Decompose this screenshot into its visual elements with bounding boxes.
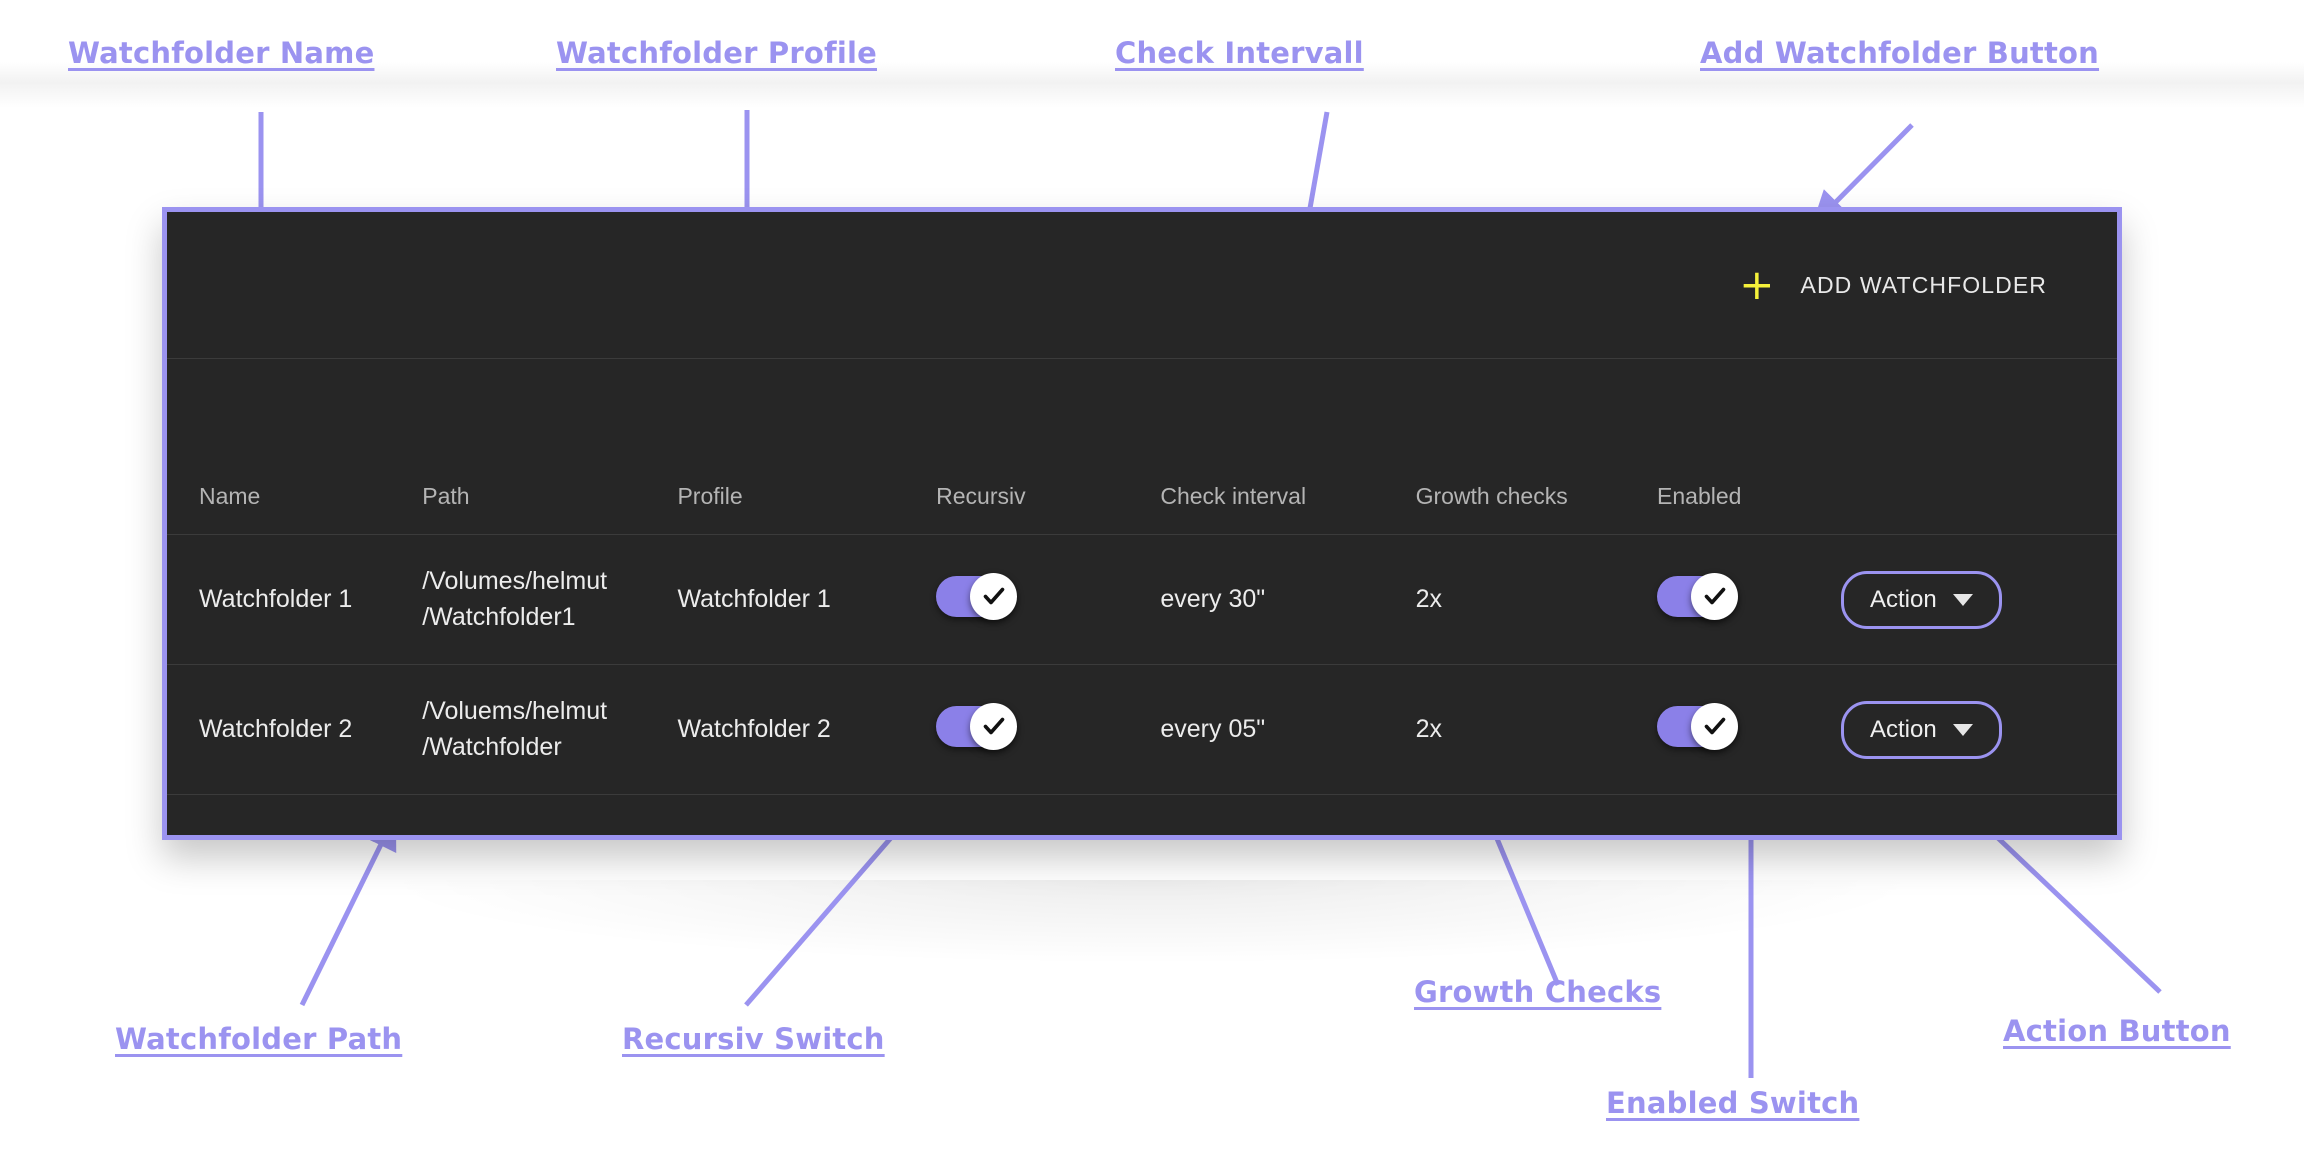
cell-profile: Watchfolder 1: [677, 534, 937, 665]
switch-knob: [1691, 702, 1739, 750]
recursiv-switch[interactable]: [936, 572, 1018, 620]
cell-enabled: [1657, 664, 1841, 795]
cell-recursiv: [936, 664, 1161, 795]
watchfolder-panel: + ADD WATCHFOLDER Name Path Profile Recu…: [162, 207, 2122, 840]
path-line-2: /Watchfolder1: [422, 602, 576, 631]
column-header-check-interval[interactable]: Check interval: [1160, 359, 1416, 535]
recursiv-switch[interactable]: [936, 702, 1018, 750]
cell-action: Action: [1840, 664, 2117, 795]
action-button[interactable]: Action: [1840, 570, 2002, 629]
cell-check-interval: every 30": [1160, 534, 1416, 665]
column-header-profile[interactable]: Profile: [677, 359, 937, 535]
cell-growth-checks: 2x: [1415, 534, 1658, 665]
annotation-enabled-switch: Enabled Switch: [1606, 1086, 1860, 1120]
check-icon: [983, 717, 1004, 735]
cell-recursiv: [936, 534, 1161, 665]
table-row: Watchfolder 2 /Voluems/helmut /Watchfold…: [167, 664, 2117, 795]
chevron-down-icon: [1952, 723, 1973, 736]
enabled-switch[interactable]: [1657, 702, 1739, 750]
annotation-add-watchfolder: Add Watchfolder Button: [1700, 36, 2100, 70]
path-line-1: /Voluems/helmut: [422, 697, 608, 725]
cell-enabled: [1657, 534, 1841, 665]
column-header-growth-checks[interactable]: Growth checks: [1415, 359, 1658, 535]
action-button-label: Action: [1869, 585, 1937, 613]
switch-knob: [1691, 572, 1739, 620]
chevron-down-icon: [1952, 593, 1973, 606]
action-button-label: Action: [1869, 715, 1937, 743]
cell-path: /Voluems/helmut /Watchfolder: [422, 664, 678, 795]
cell-name: Watchfolder 1: [167, 534, 423, 665]
annotation-action-button: Action Button: [2003, 1014, 2231, 1048]
action-button[interactable]: Action: [1840, 700, 2002, 759]
annotation-growth-checks: Growth Checks: [1414, 975, 1662, 1009]
path-line-2: /Watchfolder: [422, 732, 562, 761]
column-header-actions: [1840, 359, 2117, 535]
arrow-watchfolder-path: [299, 813, 397, 1007]
annotation-recursiv-switch: Recursiv Switch: [622, 1022, 885, 1056]
add-watchfolder-button[interactable]: + ADD WATCHFOLDER: [1735, 256, 2051, 314]
check-icon: [983, 587, 1004, 605]
column-header-name[interactable]: Name: [167, 359, 423, 535]
switch-knob: [970, 702, 1018, 750]
check-icon: [1704, 587, 1725, 605]
watchfolder-table: Name Path Profile Recursiv Check interva…: [167, 359, 2117, 795]
annotation-watchfolder-path: Watchfolder Path: [115, 1022, 403, 1056]
arrow-add-watchfolder: [1811, 123, 1914, 227]
path-line-1: /Volumes/helmut: [422, 567, 608, 595]
table-row: Watchfolder 1 /Volumes/helmut /Watchfold…: [167, 534, 2117, 665]
cell-path: /Volumes/helmut /Watchfolder1: [422, 534, 678, 665]
annotation-watchfolder-name: Watchfolder Name: [68, 36, 375, 70]
cell-profile: Watchfolder 2: [677, 664, 937, 795]
annotation-check-intervall: Check Intervall: [1115, 36, 1364, 70]
cell-name: Watchfolder 2: [167, 664, 423, 795]
cell-check-interval: every 05": [1160, 664, 1416, 795]
table-body: Watchfolder 1 /Volumes/helmut /Watchfold…: [167, 534, 2117, 795]
enabled-switch[interactable]: [1657, 572, 1739, 620]
switch-knob: [970, 572, 1018, 620]
column-header-path[interactable]: Path: [422, 359, 678, 535]
annotation-watchfolder-profile: Watchfolder Profile: [556, 36, 877, 70]
add-watchfolder-label: ADD WATCHFOLDER: [1800, 271, 2047, 298]
check-icon: [1704, 717, 1725, 735]
column-header-recursiv[interactable]: Recursiv: [936, 359, 1161, 535]
column-header-enabled[interactable]: Enabled: [1657, 359, 1841, 535]
table-header: Name Path Profile Recursiv Check interva…: [167, 359, 2117, 535]
panel-toolbar: + ADD WATCHFOLDER: [167, 212, 2117, 359]
cell-action: Action: [1840, 534, 2117, 665]
table-header-row: Name Path Profile Recursiv Check interva…: [167, 359, 2117, 535]
cell-growth-checks: 2x: [1415, 664, 1658, 795]
plus-icon: +: [1739, 260, 1775, 309]
